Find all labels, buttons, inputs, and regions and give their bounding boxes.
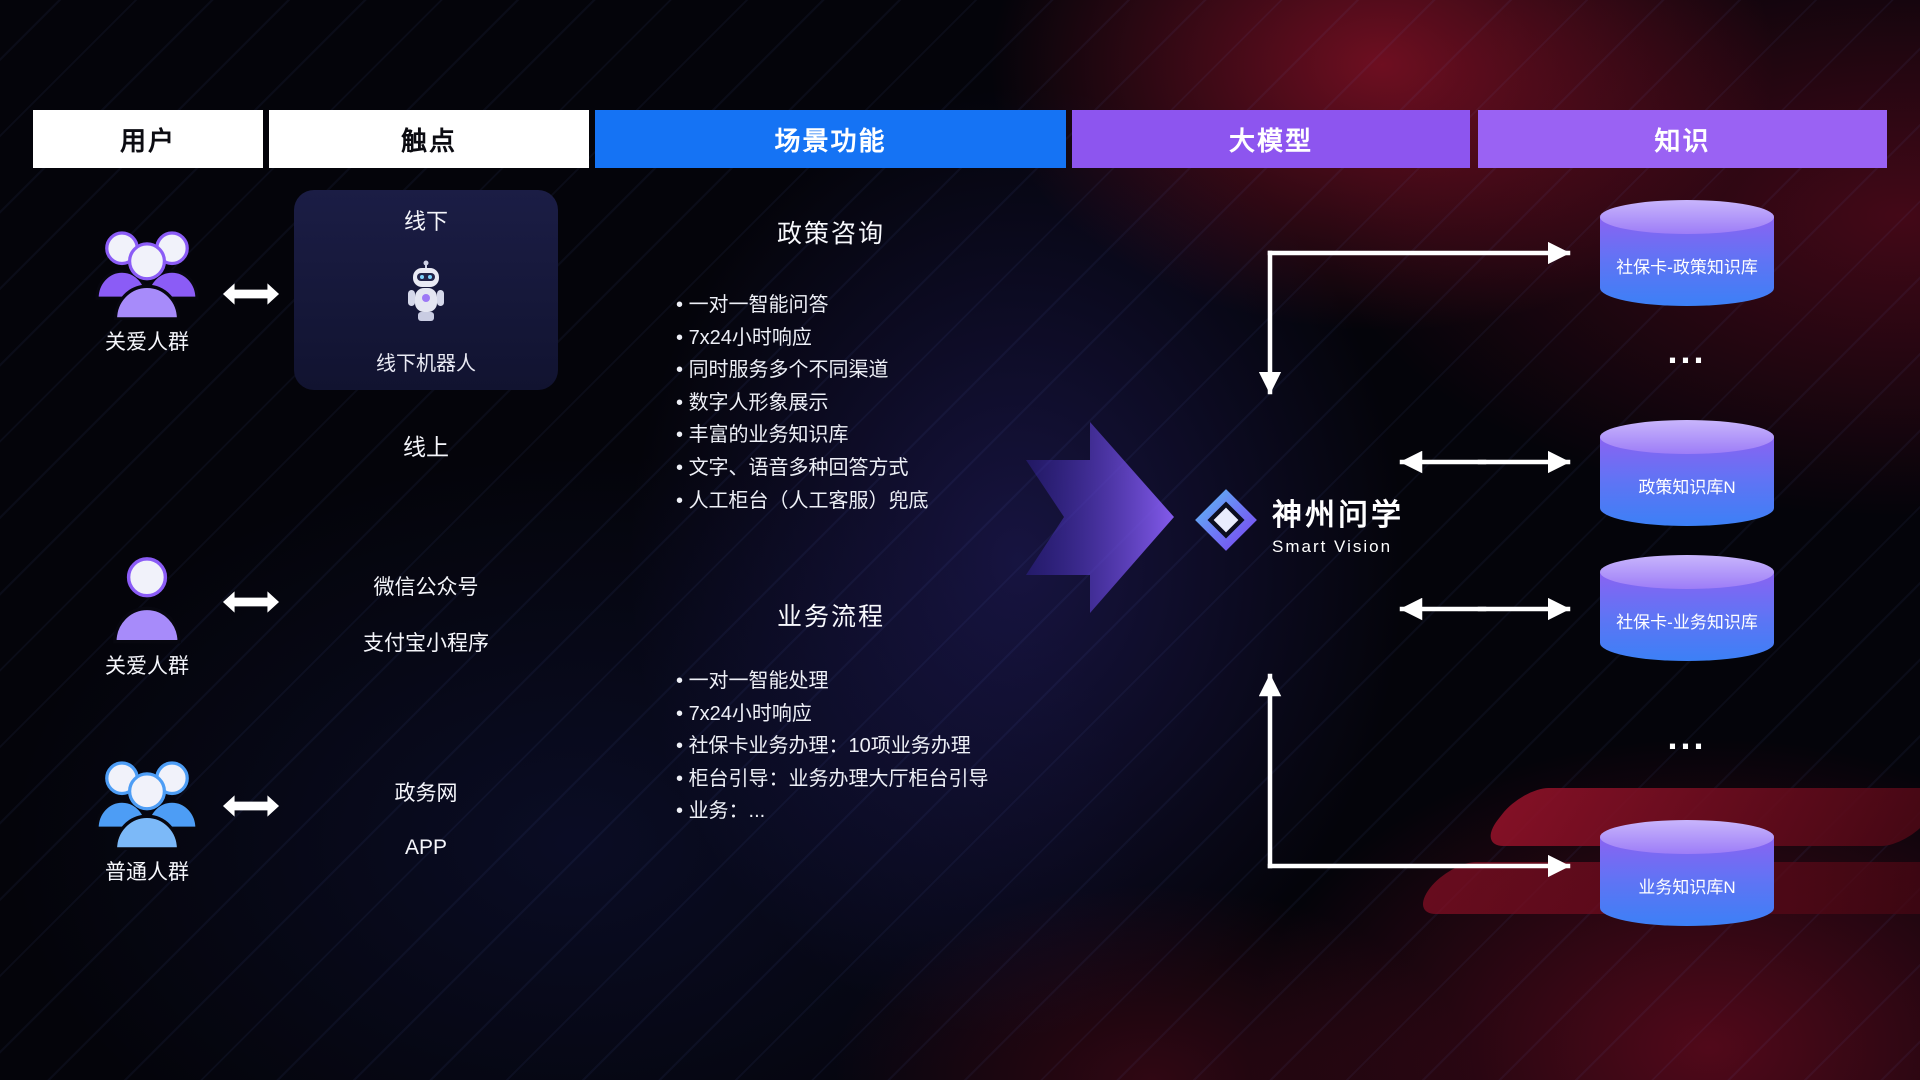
business-feature-list: 一对一智能处理 7x24小时响应 社保卡业务办理：10项业务办理 柜台引导：业务…	[676, 665, 989, 828]
bidirectional-arrow-icon	[222, 795, 280, 817]
policy-feature: 同时服务多个不同渠道	[676, 354, 929, 387]
db-label: 社保卡-业务知识库	[1616, 613, 1758, 633]
model-subtitle: Smart Vision	[1272, 537, 1393, 556]
people-group-icon	[95, 231, 199, 320]
touchpoint-wechat: 微信公众号	[373, 576, 479, 599]
policy-section-title: 政策咨询	[776, 220, 885, 248]
user-block-care-single: 关爱人群	[67, 552, 227, 680]
business-feature: 柜台引导：业务办理大厅柜台引导	[676, 763, 989, 796]
person-icon	[113, 557, 181, 644]
policy-feature: 7x24小时响应	[676, 322, 929, 355]
model-name: 神州问学	[1272, 499, 1404, 532]
online-title: 线上	[403, 434, 449, 460]
business-feature: 业务：...	[676, 795, 989, 828]
user-label: 普通人群	[105, 861, 189, 884]
people-group-icon	[95, 761, 199, 850]
touchpoint-app: APP	[404, 836, 448, 859]
knowledge-db-policy-n: 政策知识库N	[1600, 420, 1774, 526]
business-feature: 一对一智能处理	[676, 665, 989, 698]
offline-title: 线下	[403, 209, 448, 234]
user-label: 关爱人群	[105, 331, 189, 354]
db-cylinder-top	[1600, 820, 1774, 854]
bidirectional-arrow-icon	[222, 591, 280, 613]
db-cylinder-body: 社保卡-业务知识库	[1600, 572, 1774, 661]
user-label: 关爱人群	[105, 655, 189, 678]
db-cylinder-top	[1600, 555, 1774, 589]
touchpoint-govweb: 政务网	[394, 782, 458, 805]
business-section-title: 业务流程	[776, 603, 885, 631]
knowledge-db-socialcard-policy: 社保卡-政策知识库	[1600, 200, 1774, 306]
db-label: 业务知识库N	[1638, 878, 1736, 898]
business-feature: 社保卡业务办理：10项业务办理	[676, 730, 989, 763]
header-col-users: 用户	[33, 110, 263, 168]
policy-feature: 人工柜台（人工客服）兜底	[676, 485, 929, 518]
user-block-general-group: 普通人群	[67, 750, 227, 886]
touchpoint-alipay: 支付宝小程序	[363, 632, 489, 655]
knowledge-ellipsis: ...	[1667, 330, 1707, 371]
policy-feature: 数字人形象展示	[676, 387, 929, 420]
header-col-model: 大模型	[1072, 110, 1470, 168]
policy-feature: 丰富的业务知识库	[676, 419, 929, 452]
knowledge-db-socialcard-business: 社保卡-业务知识库	[1600, 555, 1774, 661]
db-cylinder-top	[1600, 200, 1774, 234]
header-col-knowledge: 知识	[1478, 110, 1887, 168]
smart-vision-logo-icon	[1195, 489, 1257, 551]
knowledge-db-business-n: 业务知识库N	[1600, 820, 1774, 926]
user-block-care-group: 关爱人群	[67, 220, 227, 356]
model-brand: 神州问学 Smart Vision	[1272, 490, 1404, 557]
offline-robot-label: 线下机器人	[376, 353, 476, 375]
db-cylinder-top	[1600, 420, 1774, 454]
policy-feature: 一对一智能问答	[676, 289, 929, 322]
bidirectional-arrow-icon	[222, 283, 280, 305]
robot-icon	[408, 260, 444, 321]
policy-feature: 文字、语音多种回答方式	[676, 452, 929, 485]
header-col-functions: 场景功能	[595, 110, 1066, 168]
db-label: 政策知识库N	[1638, 478, 1736, 498]
policy-feature-list: 一对一智能问答 7x24小时响应 同时服务多个不同渠道 数字人形象展示 丰富的业…	[676, 289, 929, 517]
db-label: 社保卡-政策知识库	[1616, 258, 1758, 278]
business-feature: 7x24小时响应	[676, 698, 989, 731]
knowledge-ellipsis: ...	[1667, 716, 1707, 757]
offline-touchpoint-card: 线下 线下机器人	[294, 190, 558, 390]
flow-arrow	[1026, 422, 1174, 613]
header-col-touchpoints: 触点	[269, 110, 589, 168]
